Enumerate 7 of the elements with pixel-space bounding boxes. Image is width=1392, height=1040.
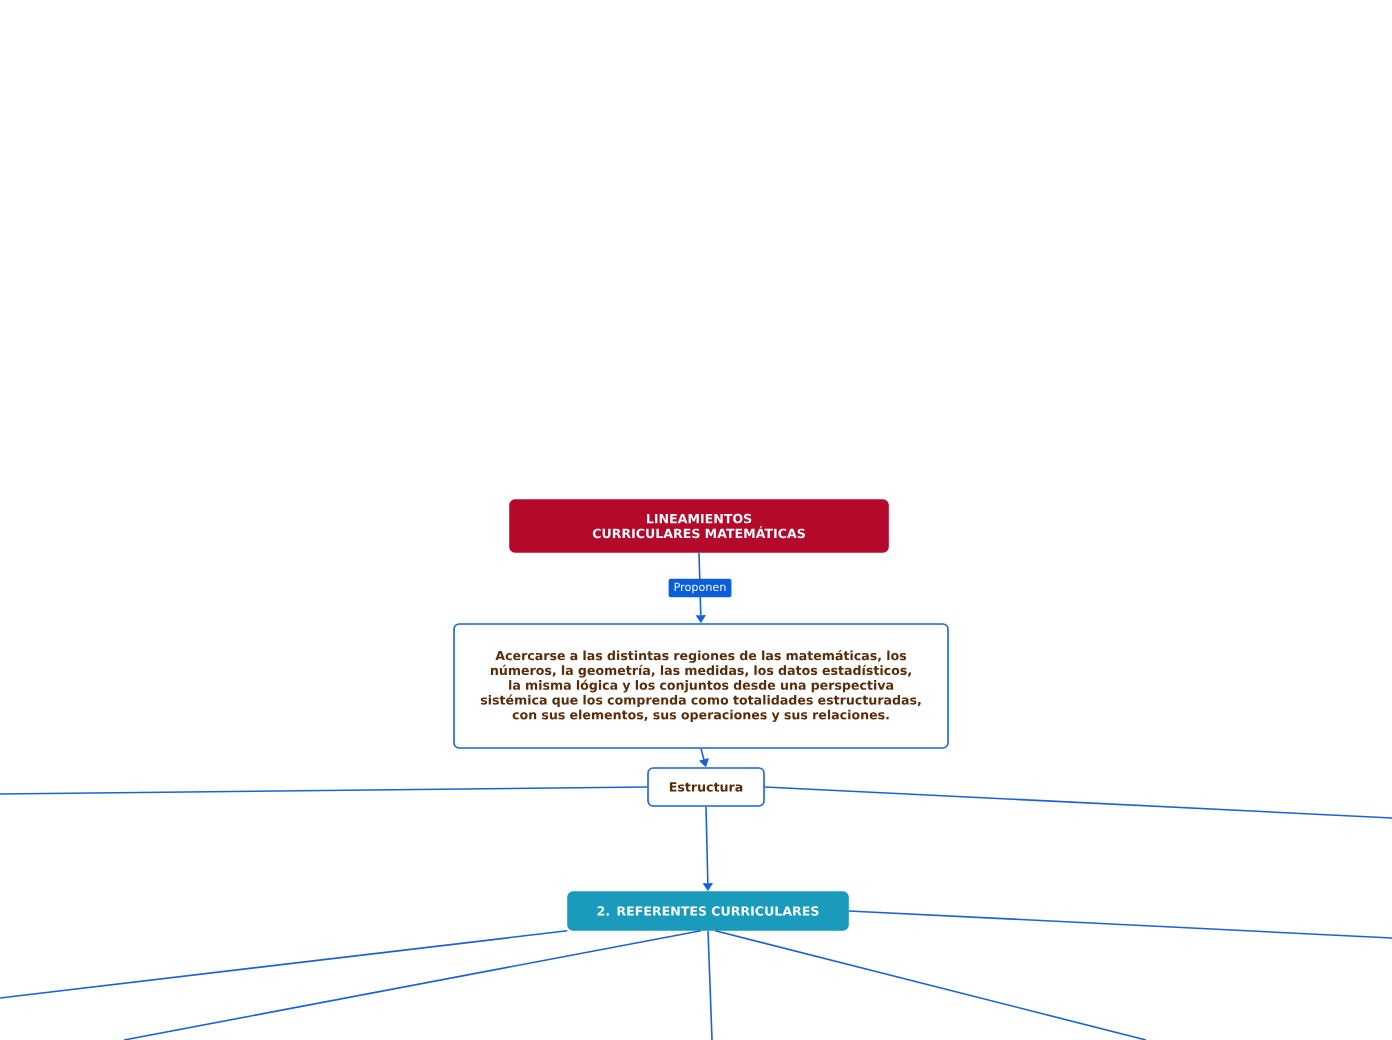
- connector-line: [764, 786, 1392, 819]
- connector-line: [714, 930, 1147, 1040]
- connector-line: [0, 930, 568, 999]
- connector-line: [707, 930, 713, 1040]
- connector-line: [848, 910, 1392, 939]
- connector-line: [123, 930, 702, 1040]
- connector-line: [0, 786, 648, 795]
